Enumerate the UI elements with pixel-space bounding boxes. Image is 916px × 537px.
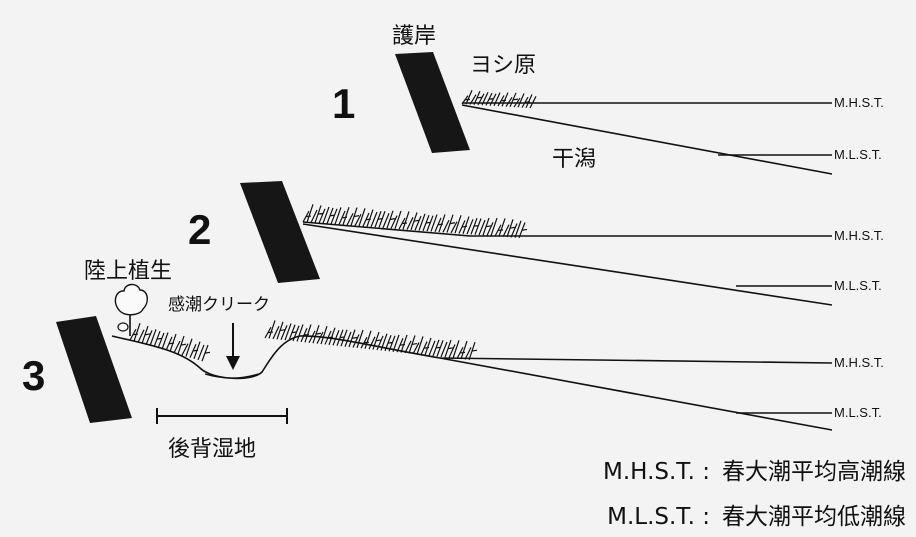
reed-bed-1 — [461, 90, 537, 109]
tree-icon — [114, 283, 148, 336]
mlst-label-2: M.L.S.T. — [834, 278, 882, 293]
stage-number-1: 1 — [332, 80, 355, 127]
ground-profile-3 — [111, 335, 833, 380]
legend-abbr-mlst: M.L.S.T. : — [607, 504, 710, 530]
tidal-flat-label: 干潟 — [552, 147, 596, 172]
legend-row-mlst: M.L.S.T. : 春大潮平均低潮線 — [607, 504, 906, 530]
stage-1: 1 M.H.S.T. M.L.S.T. 護岸 ヨシ原 干潟 — [332, 24, 884, 175]
terrestrial-vegetation-label: 陸上植生 — [84, 259, 172, 284]
mhst-line-2 — [302, 221, 832, 237]
reed-strokes — [461, 90, 537, 109]
mhst-label-3: M.H.S.T. — [834, 355, 884, 370]
seawall-block-3 — [56, 316, 132, 423]
seawall-block-1 — [395, 52, 470, 153]
back-marsh-label: 後背湿地 — [168, 437, 256, 462]
stage-3: 3 M.H.S.T. M.L.S.T. 陸上植生 感潮クリーク 後背湿地 — [22, 259, 884, 462]
stage-2: 2 M.H.S.T. M.L.S.T. — [188, 181, 884, 306]
reed-bed-2 — [302, 204, 528, 239]
tidal-flat-slope-3 — [439, 357, 833, 431]
mhst-label-1: M.H.S.T. — [834, 95, 884, 110]
mlst-label-3: M.L.S.T. — [834, 405, 882, 420]
legend: M.H.S.T. : 春大潮平均高潮線 M.L.S.T. : 春大潮平均低潮線 — [603, 459, 906, 530]
stage-number-2: 2 — [188, 206, 211, 253]
legend-row-mhst: M.H.S.T. : 春大潮平均高潮線 — [603, 459, 906, 485]
creek-arrow-icon — [226, 323, 240, 370]
mlst-label-1: M.L.S.T. — [834, 147, 882, 162]
reed-bed-label: ヨシ原 — [470, 53, 536, 78]
seawall-block-2 — [240, 181, 320, 283]
legend-meaning-mhst: 春大潮平均高潮線 — [722, 459, 906, 485]
seawall-label: 護岸 — [392, 24, 436, 49]
reed-bed-3b — [264, 320, 478, 361]
reed-bed-3a — [129, 323, 211, 362]
tidal-flat-slope-1 — [461, 104, 833, 175]
back-marsh-bracket — [156, 408, 288, 424]
tidal-creek-label: 感潮クリーク — [168, 295, 270, 315]
legend-meaning-mlst: 春大潮平均低潮線 — [722, 504, 906, 530]
stage-number-3: 3 — [22, 352, 45, 399]
tidal-flat-slope-2 — [302, 223, 833, 306]
mhst-label-2: M.H.S.T. — [834, 228, 884, 243]
creek-water — [204, 373, 259, 379]
reed-strokes — [302, 204, 528, 239]
legend-abbr-mhst: M.H.S.T. : — [603, 459, 710, 485]
reed-strokes — [129, 323, 211, 362]
reed-strokes — [264, 320, 478, 361]
